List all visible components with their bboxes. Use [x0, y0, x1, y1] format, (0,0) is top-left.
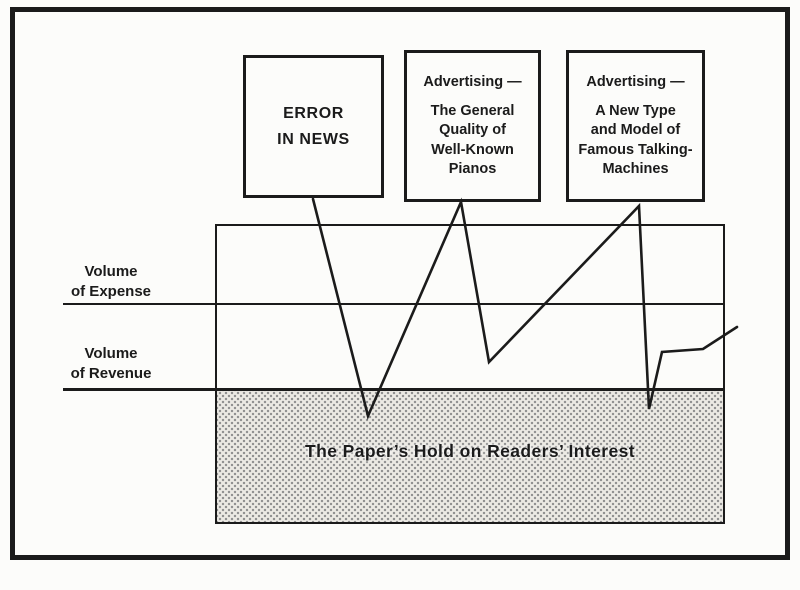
callout-line: Well-Known [431, 141, 514, 158]
callout-line: Famous Talking- [578, 141, 693, 158]
callout-line: IN NEWS [277, 130, 350, 148]
callout-line: The General [430, 103, 515, 120]
callout-box-advertising-talking-machines: Advertising — A New Type and Model of Fa… [566, 50, 705, 202]
expense-level-line [63, 303, 725, 305]
callout-line: Quality of [439, 122, 506, 139]
label-line: of Revenue [70, 364, 152, 382]
label-line: Volume [84, 263, 138, 280]
callout-line: Advertising — [586, 74, 685, 91]
callout-line: Pianos [448, 160, 497, 177]
callout-line: ERROR [283, 104, 344, 122]
label-line: Volume [84, 345, 138, 362]
callout-box-advertising-pianos: Advertising — The General Quality of Wel… [404, 50, 541, 202]
outer-frame [10, 7, 790, 560]
readers-interest-region: The Paper’s Hold on Readers’ Interest [217, 390, 723, 522]
callout-box-error-in-news: ERROR IN NEWS [243, 55, 384, 198]
callout-line: Advertising — [423, 74, 522, 91]
callout-line: and Model of [590, 122, 681, 139]
callout-line: A New Type [595, 103, 676, 120]
label-line: of Expense [70, 282, 152, 300]
revenue-level-label: Volume of Revenue [52, 344, 170, 383]
readers-interest-label: The Paper’s Hold on Readers’ Interest [305, 440, 635, 461]
callout-line: Machines [602, 160, 669, 177]
expense-level-label: Volume of Expense [52, 262, 170, 301]
revenue-level-line [63, 388, 725, 391]
